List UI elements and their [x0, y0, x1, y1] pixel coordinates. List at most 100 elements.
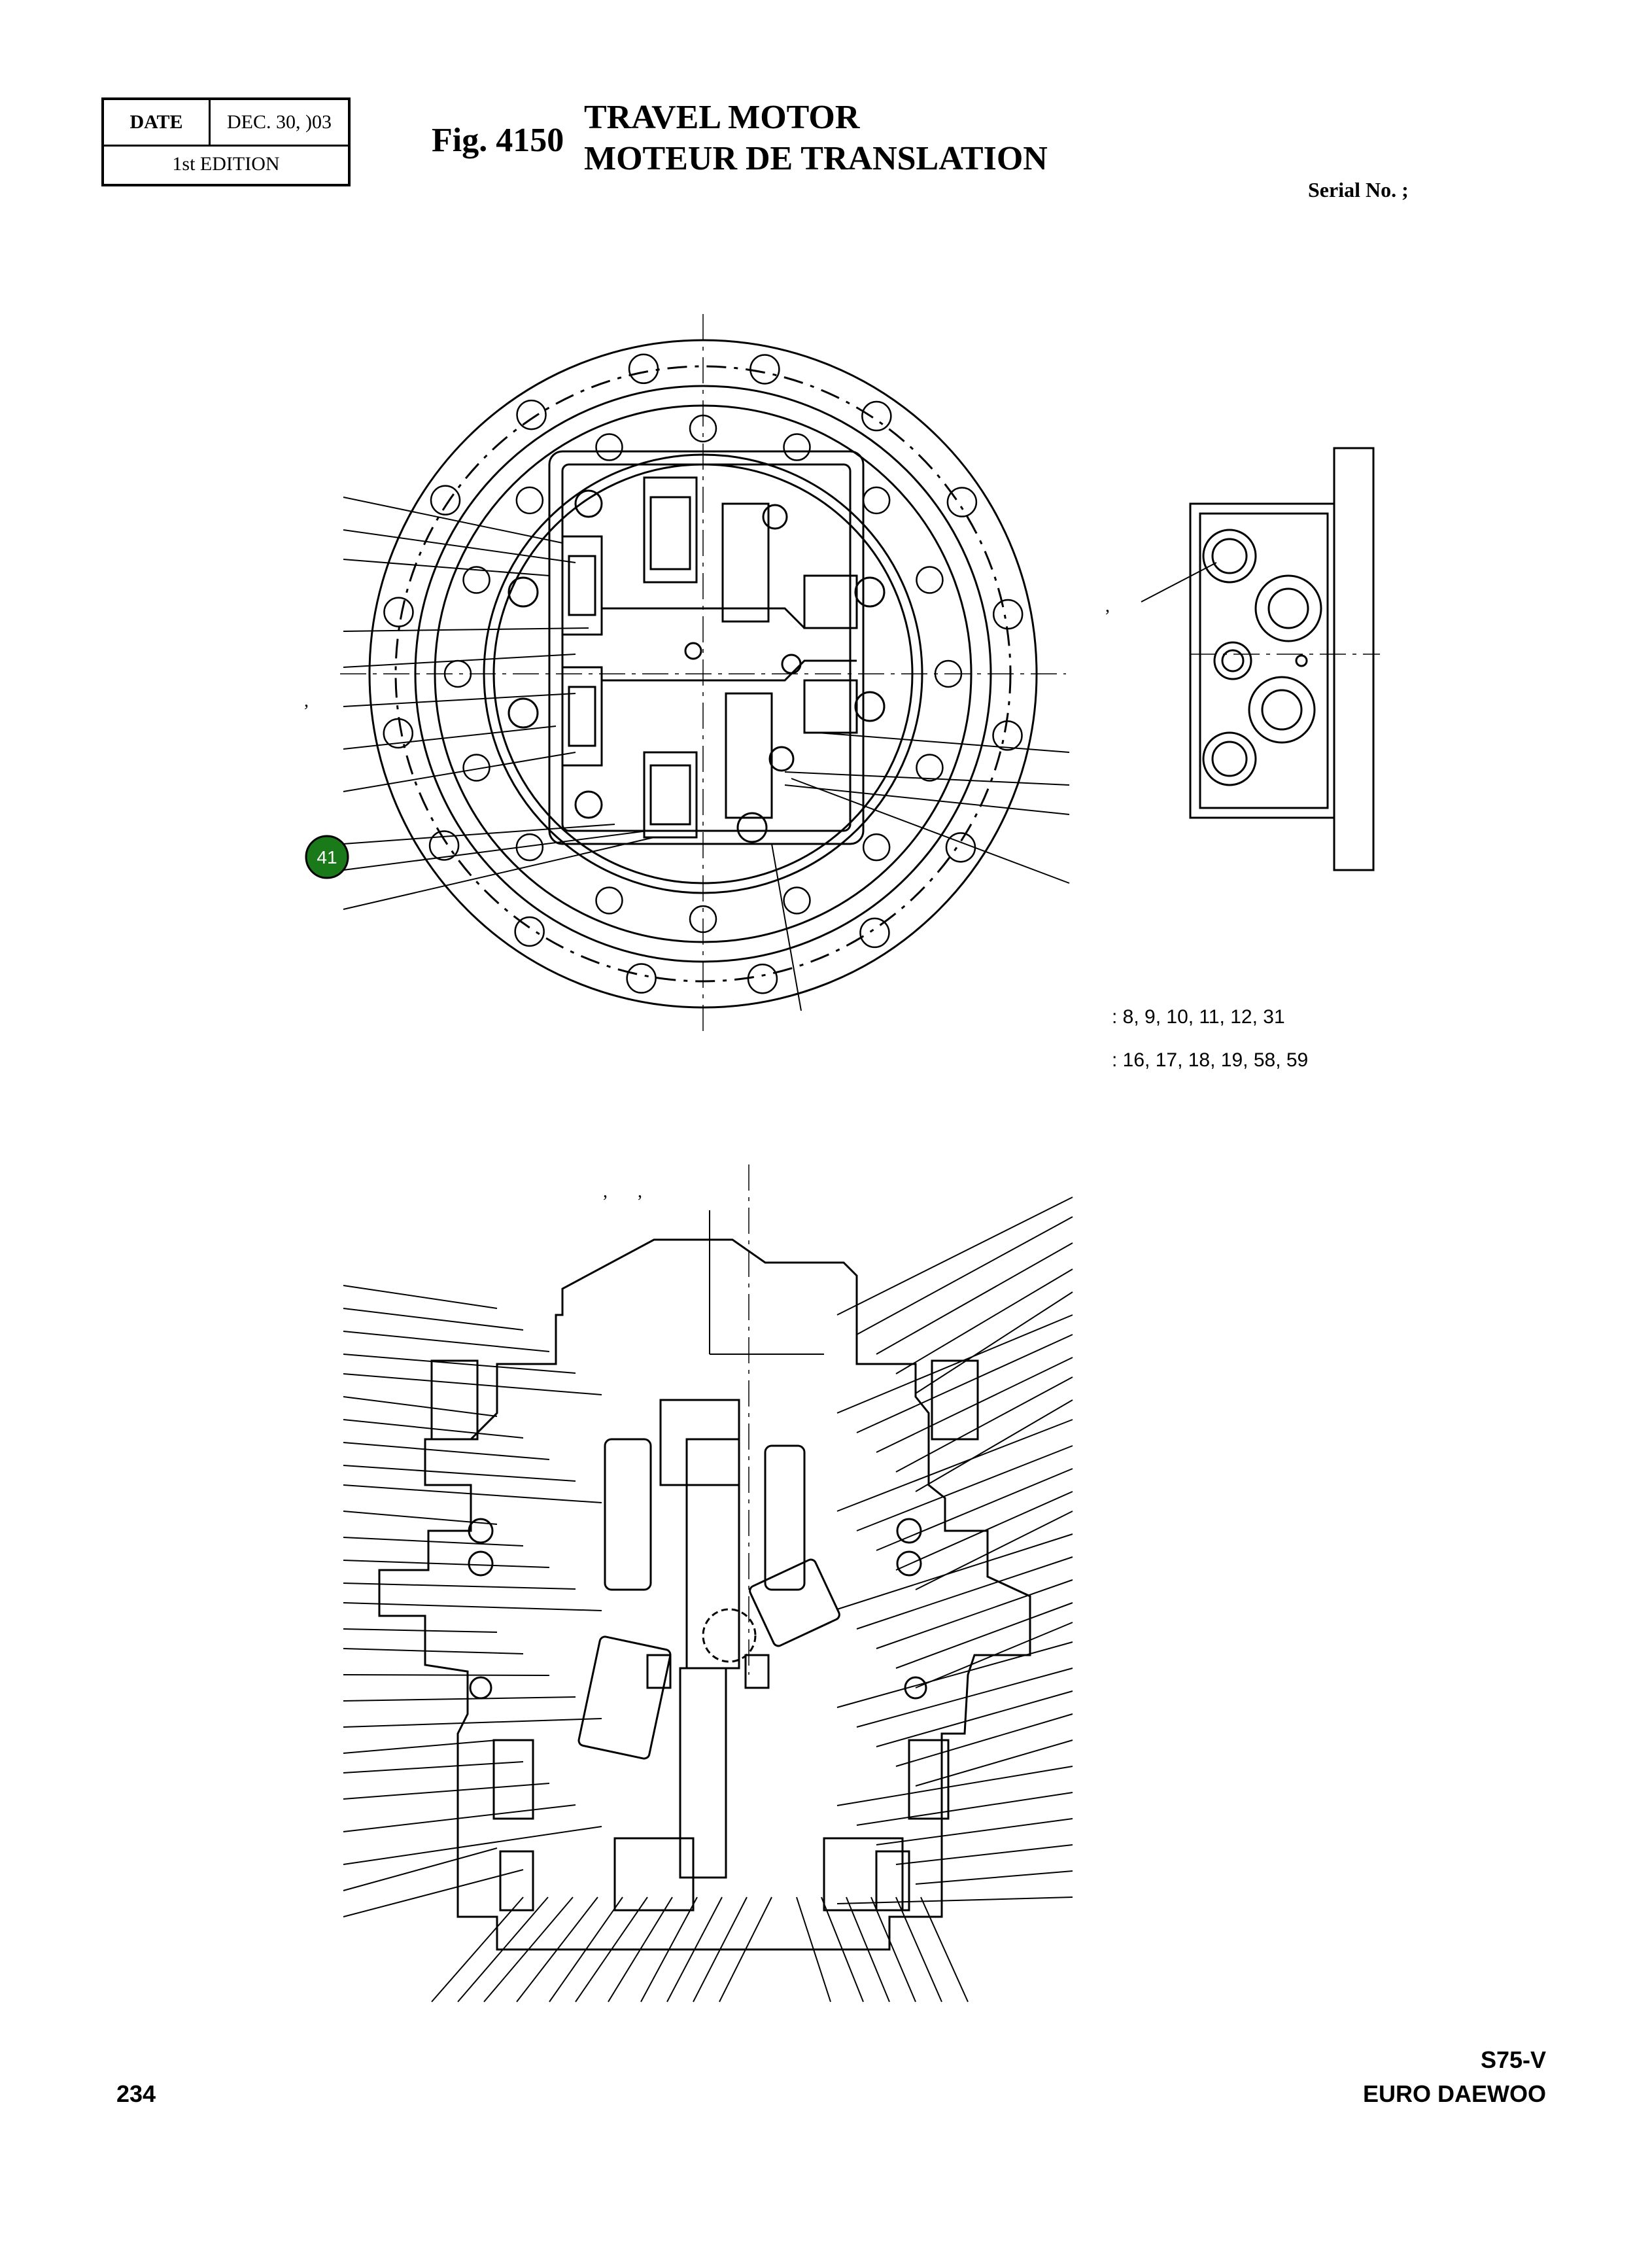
serial-number-label: Serial No. ;	[1308, 178, 1409, 201]
leader-line	[876, 1242, 1073, 1355]
date-value: DEC. 30, )03	[227, 111, 332, 133]
leader-line	[431, 1897, 524, 2002]
bolt-hole	[462, 566, 490, 594]
leader-line	[846, 1897, 890, 2002]
leader-line	[836, 1419, 1073, 1512]
leader-line	[856, 1445, 1073, 1531]
leader-line	[343, 1465, 576, 1482]
title-french: MOTEUR DE TRANSLATION	[584, 140, 1048, 177]
leader-line	[343, 1826, 602, 1865]
callout-41[interactable]: 41	[305, 835, 349, 879]
leader-line	[575, 1897, 648, 2002]
kit-note-a: : 8, 9, 10, 11, 12, 31	[1112, 1006, 1285, 1028]
leader-line	[343, 1396, 498, 1417]
leader-line	[343, 1560, 550, 1568]
page-number: 234	[116, 2080, 156, 2107]
title-english: TRAVEL MOTOR	[584, 99, 860, 136]
leader-line	[836, 1641, 1073, 1708]
leader-line	[719, 1897, 772, 2002]
bolt-hole	[747, 963, 778, 994]
bolt-hole	[946, 487, 978, 517]
bolt-hole	[595, 433, 623, 461]
leader-line	[895, 1491, 1073, 1571]
side-view-motor	[1141, 447, 1375, 871]
leader-line	[836, 1897, 1073, 1904]
leader-line	[343, 1783, 550, 1800]
bolt-hole	[916, 566, 944, 594]
bolt-hole	[859, 917, 890, 949]
leader-line	[836, 1314, 1073, 1414]
leader-line	[549, 1897, 623, 2002]
stray-comma-3: ,	[603, 1181, 608, 1202]
leader-line	[608, 1897, 673, 2002]
bolt-hole	[992, 720, 1023, 751]
leader-line	[457, 1897, 549, 2002]
model-name: S75-V	[1480, 2046, 1546, 2073]
bolt-hole	[783, 886, 811, 915]
leader-line	[343, 1484, 602, 1503]
leader-line	[895, 1844, 1073, 1865]
leader-line	[516, 1897, 598, 2002]
leader-line	[895, 1897, 942, 2002]
leader-line	[915, 1739, 1073, 1787]
leader-line	[876, 1357, 1073, 1453]
date-edition-box: DATE DEC. 30, )03 1st EDITION	[101, 97, 351, 186]
leader-line	[895, 1376, 1073, 1473]
stray-comma-1: ,	[304, 691, 309, 711]
leader-line	[856, 1668, 1073, 1728]
leader-line	[895, 1268, 1073, 1374]
bolt-hole	[862, 486, 891, 515]
leader-line	[895, 1602, 1073, 1669]
bolt-hole	[516, 399, 547, 430]
leader-line	[343, 1718, 602, 1728]
bolt-hole	[749, 354, 780, 385]
leader-line	[483, 1897, 574, 2002]
leader-line	[343, 1354, 576, 1374]
leader-line	[693, 1897, 748, 2002]
leader-line	[876, 1579, 1073, 1649]
leader-line	[895, 1713, 1073, 1767]
leader-line	[920, 1897, 969, 2002]
bolt-hole	[430, 485, 461, 516]
bolt-hole	[462, 754, 490, 782]
bolt-hole	[783, 433, 811, 461]
bolt-hole	[383, 718, 414, 749]
date-row: DATE DEC. 30, )03	[104, 100, 348, 147]
leader-line	[343, 1696, 576, 1702]
leader-line	[343, 1739, 498, 1754]
callout-41-label: 41	[317, 847, 337, 867]
leader-line	[915, 1622, 1073, 1688]
leader-line	[666, 1897, 723, 2002]
bolt-hole	[626, 963, 657, 994]
leader-line	[343, 1511, 498, 1525]
bolt-hole	[628, 353, 659, 385]
bolt-hole	[916, 754, 944, 782]
bolt-hole	[514, 916, 545, 947]
leader-line	[640, 1897, 698, 2002]
figure-number: Fig. 4150	[432, 122, 564, 159]
bolt-hole	[515, 486, 544, 515]
leader-lines-section	[343, 1197, 1073, 2002]
leader-line	[343, 1761, 524, 1774]
leader-line	[343, 1285, 498, 1309]
callout-41-circle[interactable]	[305, 835, 349, 879]
leader-line	[343, 1847, 498, 1891]
bolt-hole	[428, 830, 460, 861]
stray-comma-2: ,	[1105, 596, 1110, 616]
leader-line	[343, 1442, 550, 1460]
leader-line	[836, 1197, 1073, 1316]
bolt-hole	[595, 886, 623, 915]
leader-line	[876, 1690, 1073, 1747]
bolt-hole	[861, 400, 892, 432]
leader-line	[343, 1602, 602, 1611]
leader-line	[836, 1766, 1073, 1806]
leader-line	[343, 1419, 524, 1439]
leader-line	[856, 1556, 1073, 1630]
leader-lines-top	[343, 497, 1070, 1011]
leader-line	[821, 1897, 864, 2002]
leader-line	[343, 1331, 550, 1352]
leader-line	[915, 1291, 1073, 1394]
edition-label: 1st EDITION	[172, 153, 280, 175]
leader-line	[343, 1628, 498, 1633]
leader-line	[343, 1804, 576, 1832]
